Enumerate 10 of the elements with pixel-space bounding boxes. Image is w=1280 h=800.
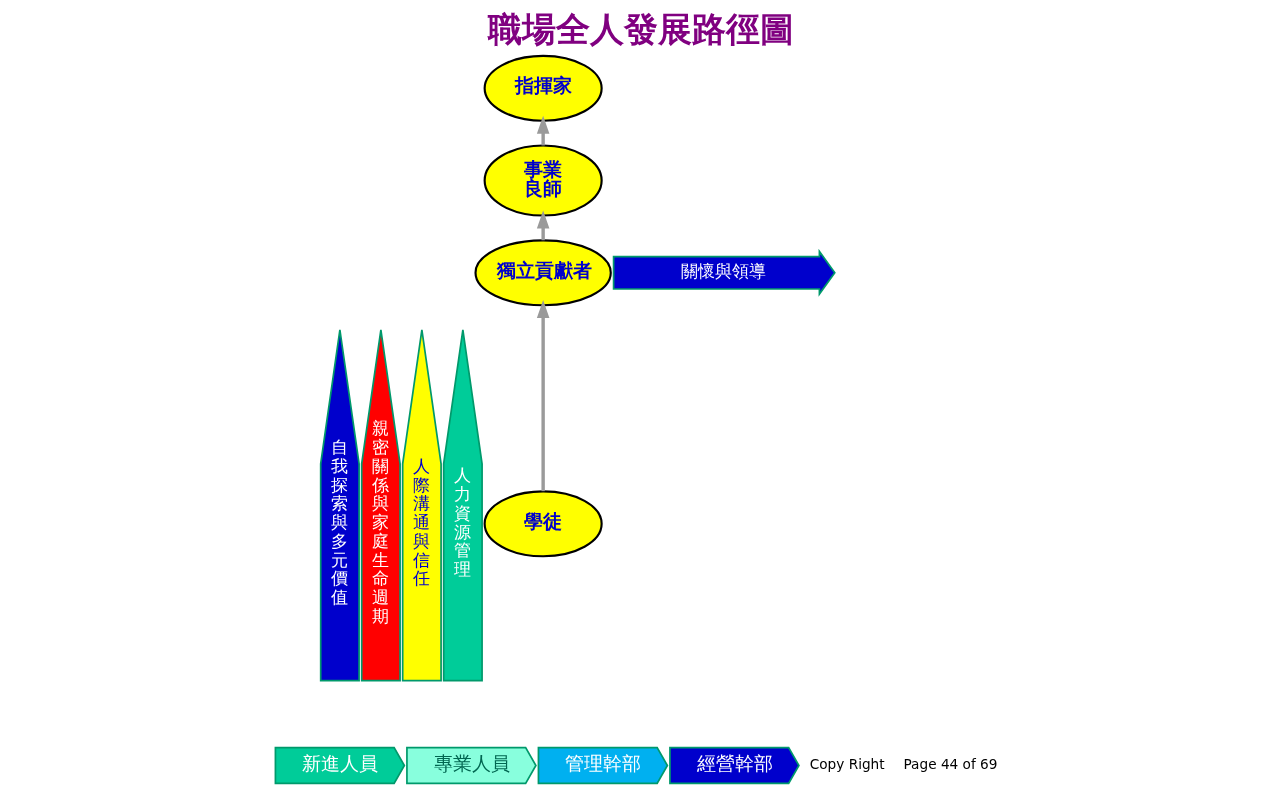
arrow [536,115,549,146]
diagram-title: 職場全人發展路徑圖 [487,9,794,50]
node-ellipse: 事業良師 [483,144,603,217]
arrow [536,210,549,241]
arrow [536,300,549,492]
label: Copy Right [809,755,885,772]
label: Page 44 of 69 [903,755,997,772]
node-ellipse: 學徒 [483,490,603,558]
node-ellipse: 指揮家 [483,54,603,122]
node-ellipse: 獨立貢獻者 [473,239,612,307]
